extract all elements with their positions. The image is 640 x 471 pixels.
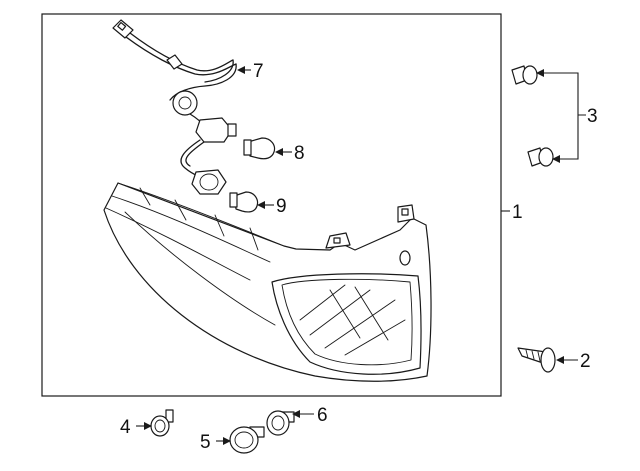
- wiring-harness: [112, 19, 237, 195]
- callout-7: 7: [253, 61, 264, 82]
- bulb-9: [229, 191, 259, 213]
- bulb-8: [243, 137, 276, 160]
- callout-3: 3: [587, 106, 598, 127]
- tail-lamp-assembly: [103, 182, 432, 382]
- screw: [517, 347, 556, 373]
- callout-4: 4: [120, 417, 131, 438]
- push-pin-lower: [527, 147, 554, 167]
- callout-8: 8: [294, 143, 305, 164]
- leader-3: [538, 72, 586, 160]
- callout-6: 6: [317, 405, 328, 426]
- nut: [266, 410, 295, 436]
- grommet: [229, 426, 265, 454]
- callout-2: 2: [580, 351, 591, 372]
- callout-9: 9: [276, 196, 287, 217]
- assembly-frame: [41, 13, 502, 397]
- push-pin-upper: [511, 65, 538, 85]
- callout-5: 5: [200, 432, 211, 453]
- callout-1: 1: [512, 202, 523, 223]
- clip: [150, 409, 174, 437]
